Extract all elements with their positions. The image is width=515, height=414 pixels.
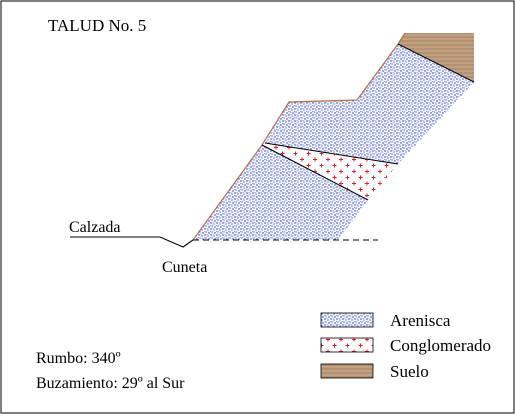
legend-label-suelo: Suelo xyxy=(390,362,429,381)
suelo-layer xyxy=(398,33,474,82)
legend-swatch-arenisca xyxy=(320,312,374,328)
contact-line-upper xyxy=(264,142,399,165)
contact-line-suelo xyxy=(397,43,475,83)
label-buzamiento: Buzamiento: 29º al Sur xyxy=(36,375,185,392)
label-cuneta: Cuneta xyxy=(162,259,208,276)
legend-swatch-suelo xyxy=(320,363,374,379)
legend-swatch-conglomerado xyxy=(320,337,374,353)
calzada-road-line xyxy=(70,236,194,248)
arenisca-lower-layer xyxy=(193,145,368,240)
conglomerado-layer xyxy=(262,143,398,200)
arenisca-upper-layer xyxy=(265,44,474,164)
legend-label-conglomerado: Conglomerado xyxy=(390,336,492,355)
legend-label-arenisca: Arenisca xyxy=(390,311,451,330)
label-rumbo: Rumbo: 340º xyxy=(36,350,121,367)
contact-line-lower xyxy=(261,144,369,201)
label-calzada: Calzada xyxy=(69,219,121,236)
diagram-title: TALUD No. 5 xyxy=(48,16,147,35)
